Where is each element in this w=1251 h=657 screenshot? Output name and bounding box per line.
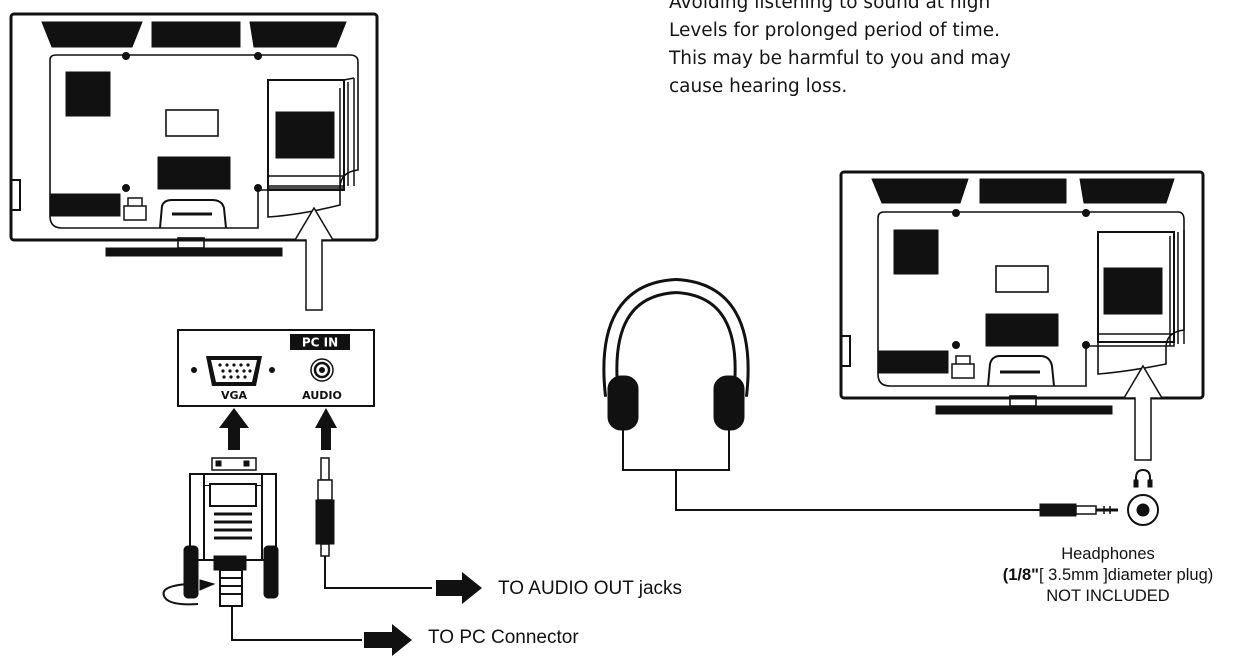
audio-out-label: TO AUDIO OUT jacks bbox=[498, 578, 683, 599]
arrow-audio-out-icon bbox=[436, 572, 482, 604]
plug-size-rest: [ 3.5mm ]diameter plug) bbox=[1039, 566, 1214, 584]
vga-connector-icon bbox=[162, 457, 362, 641]
up-arrow-vga-icon bbox=[219, 408, 249, 450]
tv-back-right-icon bbox=[839, 170, 1205, 415]
audio-port-icon bbox=[310, 358, 334, 382]
vga-port-icon bbox=[191, 356, 275, 386]
headphones-title: Headphones bbox=[1061, 545, 1155, 563]
arrow-pc-connector-icon bbox=[364, 624, 412, 656]
audio-label: AUDIO bbox=[302, 389, 342, 402]
hearing-warning: Avoiding listening to sound at high Leve… bbox=[669, 0, 1089, 101]
warning-line: Levels for prolonged period of time. bbox=[669, 20, 1001, 41]
plug-size: (1/8"[ 3.5mm ]diameter plug) bbox=[958, 565, 1251, 586]
vga-label: VGA bbox=[221, 389, 248, 402]
warning-line: This may be harmful to you and may bbox=[669, 48, 1011, 69]
not-included-label: NOT INCLUDED bbox=[1046, 587, 1170, 605]
headphones-icon bbox=[602, 277, 1118, 517]
up-arrow-outline-icon bbox=[293, 206, 335, 311]
up-arrow-audio-icon bbox=[315, 408, 337, 450]
warning-line: cause hearing loss. bbox=[669, 76, 848, 97]
headphones-caption: Headphones (1/8"[ 3.5mm ]diameter plug) … bbox=[958, 544, 1251, 607]
pc-in-panel: PC IN VGA AUDIO bbox=[177, 329, 375, 407]
tv-back-left-icon bbox=[9, 12, 379, 257]
pc-in-label: PC IN bbox=[302, 336, 338, 350]
headphone-jack-icon bbox=[1127, 468, 1159, 526]
audio-plug-icon bbox=[315, 457, 432, 589]
pc-connector-label: TO PC Connector bbox=[428, 627, 579, 648]
warning-line: Avoiding listening to sound at high bbox=[669, 0, 991, 13]
up-arrow-outline-right-icon bbox=[1122, 364, 1164, 461]
plug-size-bold: (1/8" bbox=[1002, 566, 1040, 584]
